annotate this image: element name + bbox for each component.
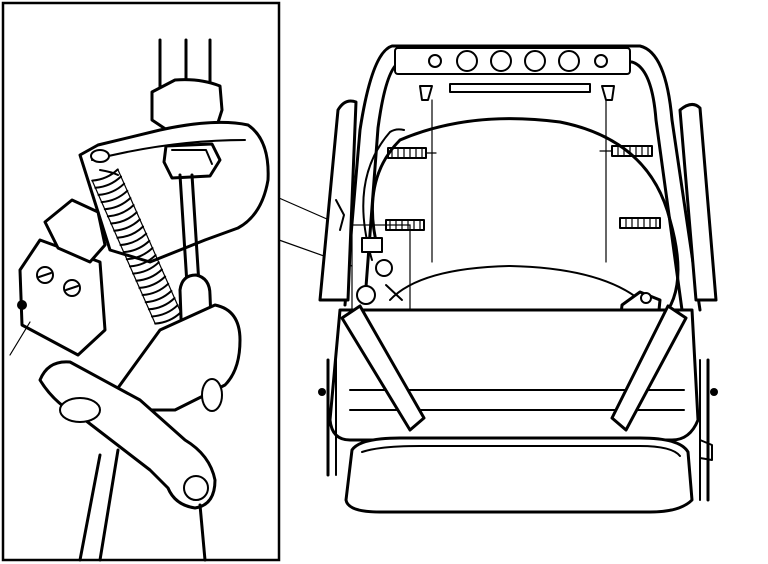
upper-clip	[43, 198, 107, 264]
arm-tube-end	[59, 397, 101, 423]
headrest-holes	[428, 50, 608, 72]
suspension-springs	[385, 145, 661, 231]
seat-assembly	[318, 44, 718, 514]
seat-front-cushion	[344, 436, 694, 514]
frame-legs	[78, 448, 207, 562]
release-cable	[370, 117, 680, 322]
bracket-hole-top	[90, 149, 110, 163]
right-cross-brace	[610, 304, 688, 432]
spring-coils	[91, 168, 182, 325]
release-mechanism	[351, 224, 411, 311]
backrest-inner-contour	[389, 265, 641, 301]
backrest-frame	[343, 44, 702, 312]
left-side-bolster	[318, 99, 358, 302]
left-cross-brace	[340, 304, 426, 432]
spring-edge	[91, 180, 156, 325]
coil-spring	[91, 168, 182, 325]
hook-eye	[183, 475, 209, 501]
spring-edge	[117, 168, 182, 313]
detail-inset	[1, 1, 281, 562]
right-side-bolster	[678, 103, 718, 302]
